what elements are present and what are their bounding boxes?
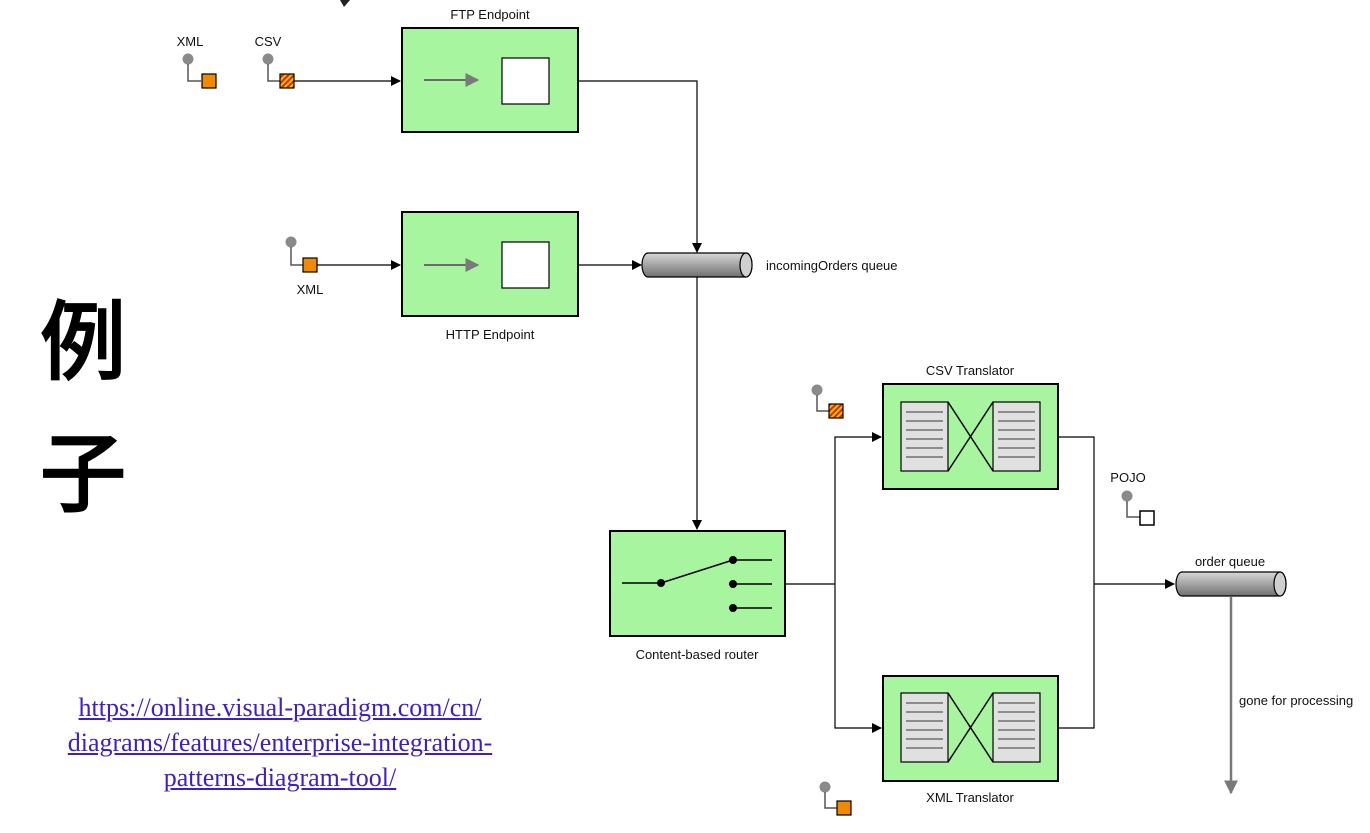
csv-translator-out-connector (1058, 436, 1095, 584)
http-endpoint (401, 211, 579, 317)
xml-message-label: XML (177, 34, 204, 49)
router-to-csv-translator-connector (834, 432, 882, 584)
xml-message-label: XML (297, 282, 324, 297)
content-based-router-label: Content-based router (636, 647, 760, 662)
ftp-endpoint (401, 27, 579, 133)
csv-message-icon (811, 384, 844, 419)
order-queue (1175, 571, 1287, 597)
order-queue-label: order queue (1195, 554, 1265, 569)
csv-message-label: CSV (255, 34, 282, 49)
content-based-router (609, 530, 786, 637)
xml-message-icon (819, 781, 852, 816)
xml-message-icon (182, 53, 217, 89)
http-endpoint-label: HTTP Endpoint (446, 327, 535, 342)
router-to-xml-translator-connector (834, 584, 882, 733)
xml-message-icon (285, 236, 318, 273)
source-link-line[interactable]: https://online.visual-paradigm.com/cn/ (78, 693, 482, 722)
xml-translator-label: XML Translator (926, 790, 1014, 805)
pojo-message-icon (1121, 490, 1155, 526)
xml-translator-out-connector (1058, 584, 1095, 729)
heading-char-child: 子 (40, 425, 126, 525)
ftp-to-queue-connector (578, 80, 702, 253)
csv-translator (882, 383, 1059, 490)
csv-message-icon (262, 53, 295, 89)
source-link[interactable]: https://online.visual-paradigm.com/cn/ d… (30, 690, 530, 795)
gone-for-processing-label: gone for processing (1239, 693, 1353, 708)
incoming-orders-queue (641, 252, 753, 278)
csv-translator-label: CSV Translator (926, 363, 1015, 378)
incoming-orders-queue-label: incomingOrders queue (766, 258, 898, 273)
heading-char-example: 例 (40, 293, 126, 393)
source-link-line[interactable]: diagrams/features/enterprise-integration… (67, 728, 493, 757)
xml-translator (882, 675, 1059, 782)
pojo-message-label: POJO (1110, 470, 1145, 485)
mouse-cursor-icon (340, 0, 350, 7)
source-link-line[interactable]: patterns-diagram-tool/ (163, 763, 397, 792)
ftp-endpoint-label: FTP Endpoint (450, 7, 530, 22)
